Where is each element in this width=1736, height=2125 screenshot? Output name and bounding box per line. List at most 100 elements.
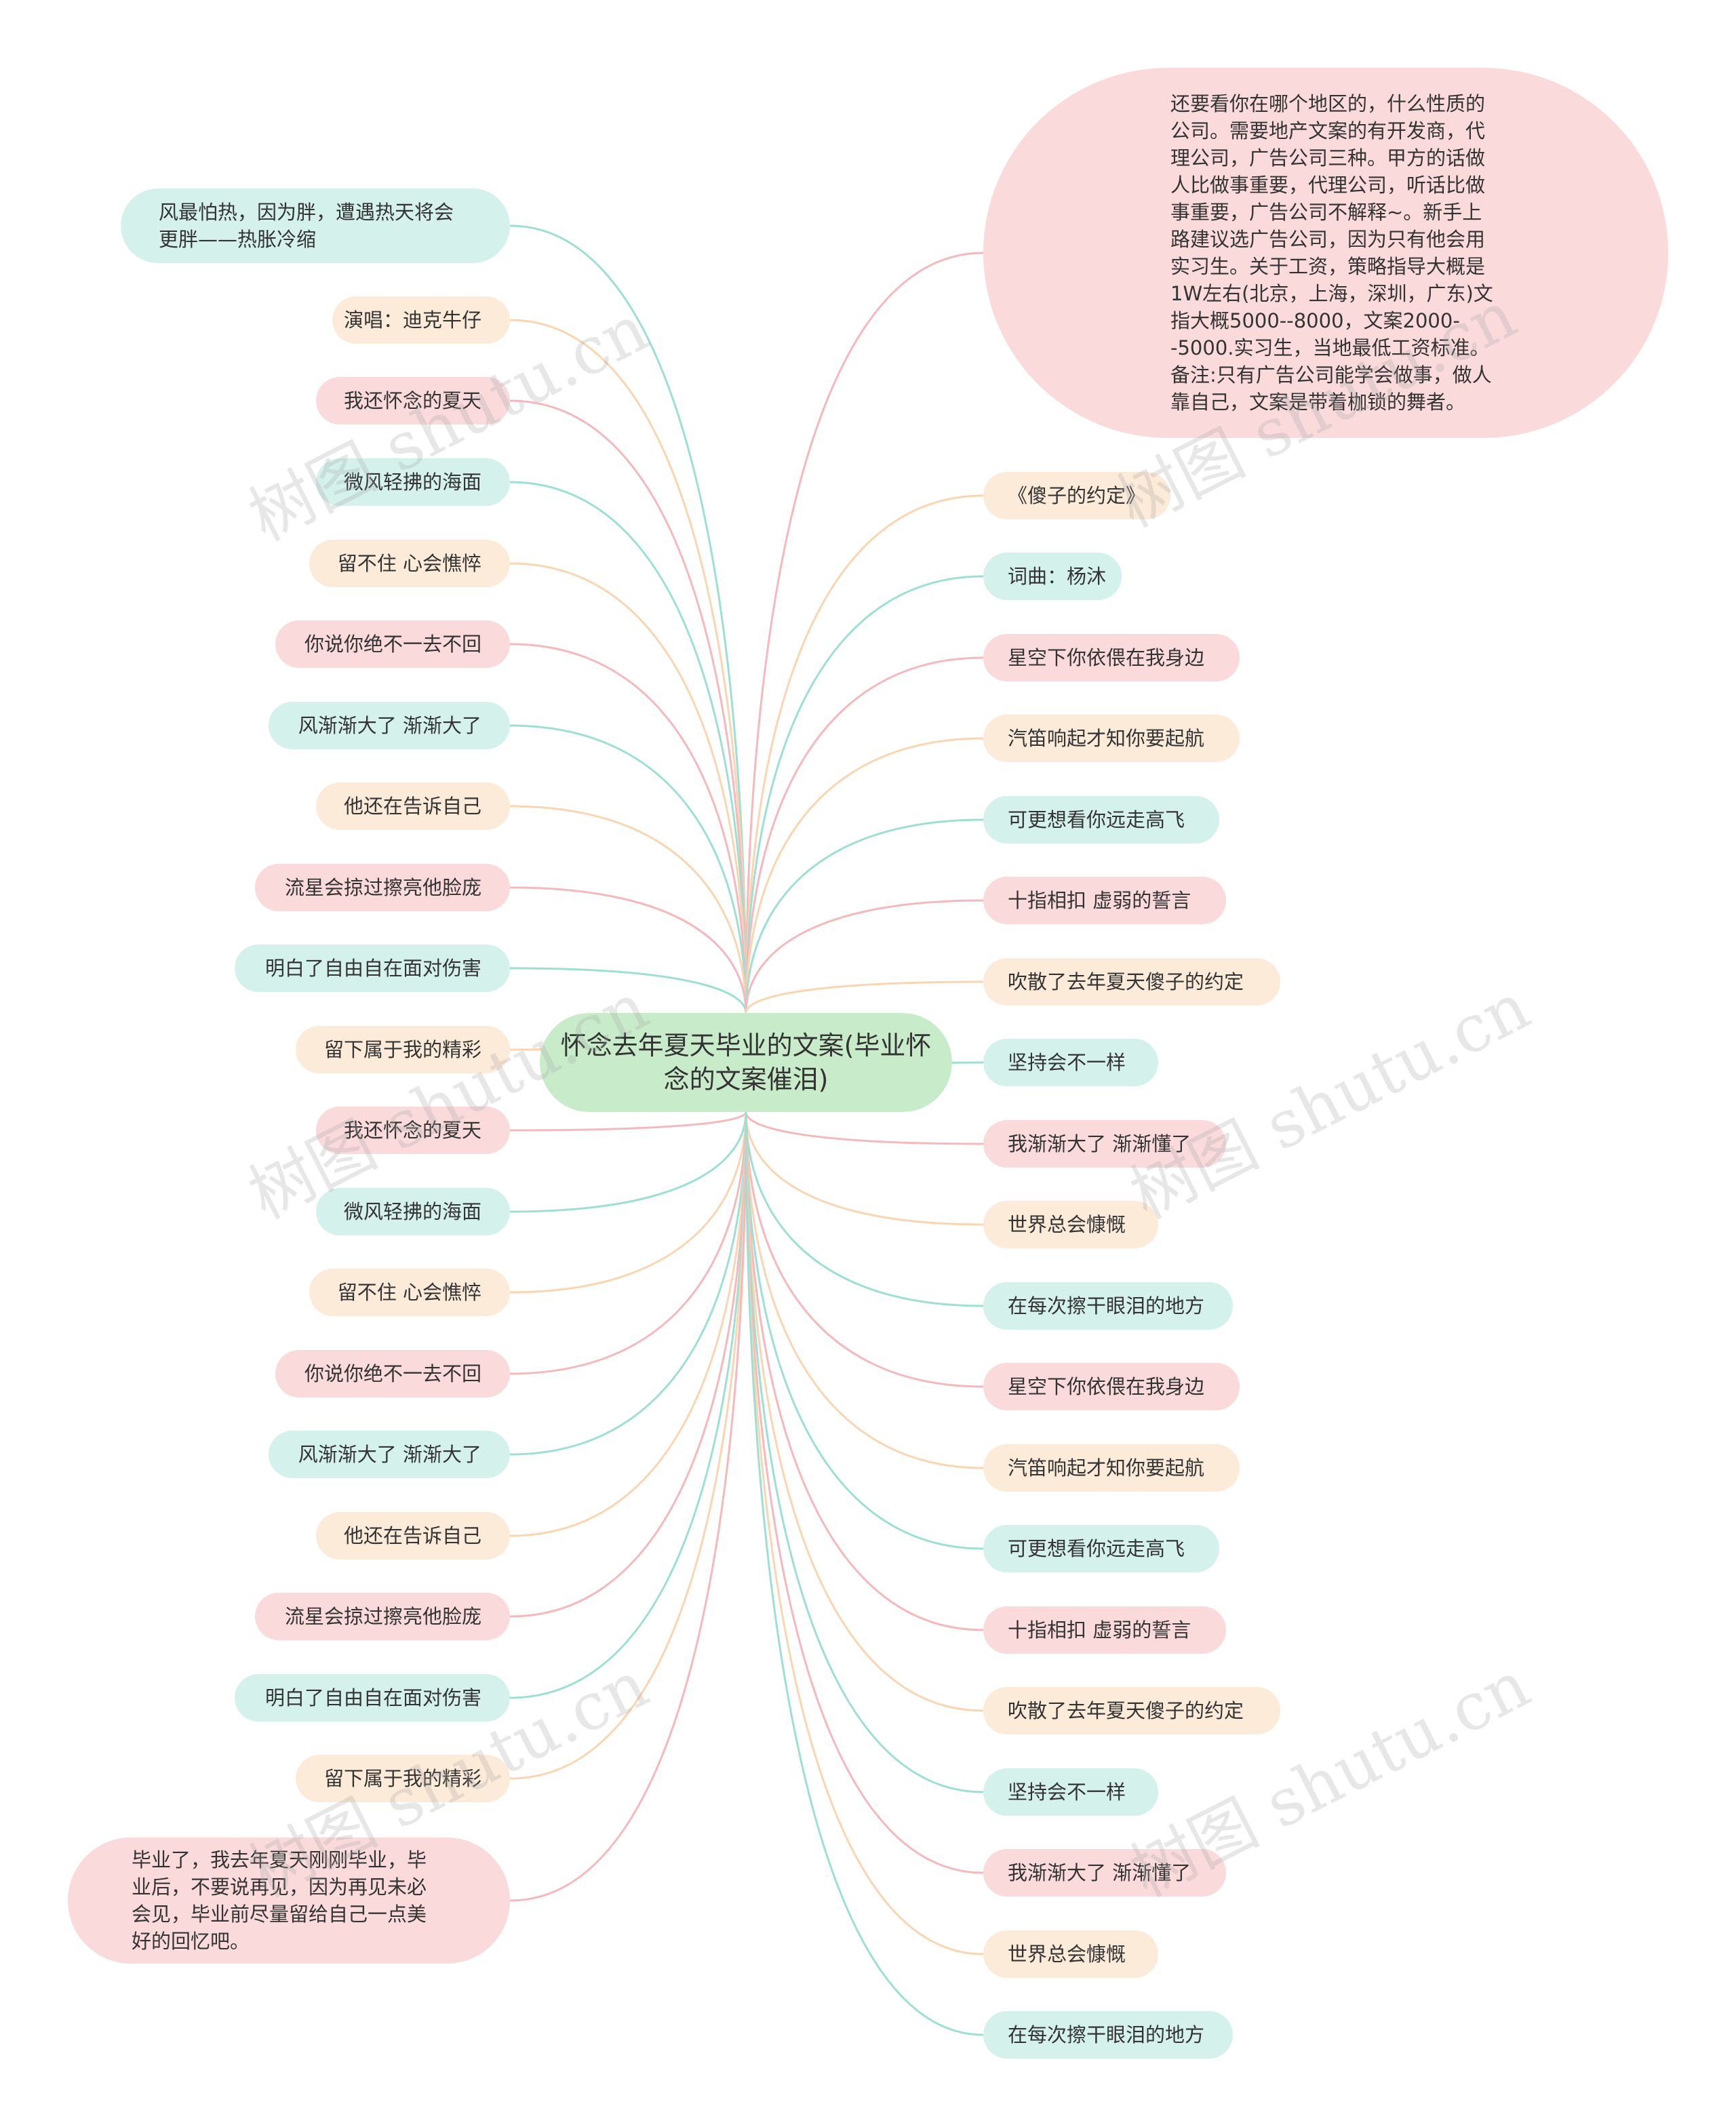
left-node[interactable]: 风最怕热，因为胖，遭遇热天将会更胖——热胀冷缩 [121,188,510,263]
connector-line [509,1111,747,1618]
left-node[interactable]: 留下属于我的精彩 [296,1026,510,1073]
left-node-label: 微风轻拂的海面 [343,471,481,494]
connector-line [745,1111,984,1550]
right-node-label: 吹散了去年夏天傻子的约定 [1008,1699,1244,1722]
right-node-label: 可更想看你远走高飞 [1008,1537,1185,1560]
left-node-label: 流星会掠过擦亮他脸庞 [284,876,481,899]
right-node[interactable]: 十指相扣 虚弱的誓言 [983,877,1226,924]
left-node[interactable]: 我还怀念的夏天 [316,377,510,424]
connector-line [509,1111,747,1780]
left-node[interactable]: 留不住 心会憔悴 [309,540,510,587]
connector-line [509,224,747,1014]
right-node[interactable]: 可更想看你远走高飞 [983,796,1219,843]
left-node-label: 留不住 心会憔悴 [337,1281,481,1304]
right-node-label: 还要看你在哪个地区的，什么性质的公司。需要地产文案的有开发商，代理公司，广告公司… [1170,92,1493,414]
right-node[interactable]: 坚持会不一样 [983,1039,1158,1086]
right-node-label: 可更想看你远走高飞 [1008,808,1185,831]
right-node[interactable]: 吹散了去年夏天傻子的约定 [983,958,1280,1006]
connector-line [509,643,747,1014]
connector-line [509,886,747,1014]
right-node[interactable]: 在每次擦干眼泪的地方 [983,1282,1233,1330]
right-node[interactable]: 在每次擦干眼泪的地方 [983,2011,1233,2059]
right-node-label: 《傻子的约定》 [1008,484,1146,507]
connector-line [509,399,747,1014]
left-node[interactable]: 他还在告诉自己 [316,782,510,830]
right-node[interactable]: 星空下你依偎在我身边 [983,1363,1240,1410]
right-node-label: 我渐渐大了 渐渐懂了 [1008,1861,1191,1884]
connector-line [745,1111,984,1955]
left-node[interactable]: 毕业了，我去年夏天刚刚毕业，毕业后，不要说再见，因为再见未必会见，毕业前尽量留给… [68,1838,510,1964]
left-node[interactable]: 留下属于我的精彩 [296,1755,510,1802]
connector-line [509,1111,747,1132]
right-node[interactable]: 坚持会不一样 [983,1768,1158,1816]
right-node[interactable]: 汽笛响起才知你要起航 [983,1444,1240,1492]
connector-line [509,805,747,1014]
right-node-label: 坚持会不一样 [1008,1781,1126,1804]
left-node-label: 你说你绝不一去不回 [304,633,481,656]
left-node[interactable]: 明白了自由自在面对伤害 [235,1674,510,1722]
right-node[interactable]: 世界总会慷慨 [983,1201,1158,1248]
right-node-label: 世界总会慷慨 [1008,1213,1126,1236]
connector-line [509,1111,747,1375]
left-node[interactable]: 风渐渐大了 渐渐大了 [269,1431,510,1478]
left-node[interactable]: 流星会掠过擦亮他脸庞 [255,1593,510,1640]
left-node[interactable]: 演唱：迪克牛仔 [332,296,510,344]
connector-line [509,724,747,1014]
right-node-label: 坚持会不一样 [1008,1051,1126,1074]
left-node-label: 我还怀念的夏天 [343,389,481,412]
right-node[interactable]: 十指相扣 虚弱的誓言 [983,1606,1226,1654]
left-node-label: 明白了自由自在面对伤害 [264,1686,481,1709]
right-node-label: 汽笛响起才知你要起航 [1008,1456,1205,1479]
right-node[interactable]: 汽笛响起才知你要起航 [983,715,1240,762]
right-node-label: 吹散了去年夏天傻子的约定 [1008,970,1244,993]
right-node[interactable]: 星空下你依偎在我身边 [983,634,1240,681]
connector-line [745,899,984,1014]
left-node-label: 明白了自由自在面对伤害 [264,957,481,980]
left-node-label: 风渐渐大了 渐渐大了 [298,1443,481,1466]
right-node-label: 我渐渐大了 渐渐懂了 [1008,1132,1191,1155]
connector-line [509,1111,747,1213]
connector-line [509,1111,747,1537]
right-node[interactable]: 我渐渐大了 渐渐懂了 [983,1120,1226,1168]
left-node[interactable]: 风渐渐大了 渐渐大了 [269,702,510,749]
left-node-label: 我还怀念的夏天 [343,1119,481,1142]
connector-line [745,1111,984,1712]
right-node-label: 在每次擦干眼泪的地方 [1008,2023,1205,2046]
left-node[interactable]: 你说你绝不一去不回 [275,1350,510,1397]
left-node[interactable]: 明白了自由自在面对伤害 [235,945,510,992]
right-node-label: 十指相扣 虚弱的誓言 [1008,1618,1191,1642]
right-node-label: 在每次擦干眼泪的地方 [1008,1294,1205,1317]
left-node[interactable]: 微风轻拂的海面 [316,458,510,506]
right-node[interactable]: 可更想看你远走高飞 [983,1525,1219,1572]
center-topic[interactable]: 怀念去年夏天毕业的文案(毕业怀念的文案催泪) [540,1013,952,1112]
right-node[interactable]: 吹散了去年夏天傻子的约定 [983,1687,1280,1734]
left-node-label: 流星会掠过擦亮他脸庞 [284,1605,481,1628]
left-node-label: 留不住 心会憔悴 [337,552,481,575]
connector-line [509,562,747,1014]
left-node[interactable]: 你说你绝不一去不回 [275,620,510,668]
left-node-label: 他还在告诉自己 [343,795,481,818]
left-node[interactable]: 流星会掠过擦亮他脸庞 [255,864,510,911]
left-node[interactable]: 他还在告诉自己 [316,1512,510,1560]
right-node[interactable]: 《傻子的约定》 [983,472,1170,519]
left-node[interactable]: 我还怀念的夏天 [316,1107,510,1154]
right-node[interactable]: 还要看你在哪个地区的，什么性质的公司。需要地产文案的有开发商，代理公司，广告公司… [983,68,1668,438]
connector-line [745,1111,984,1226]
connector-line [509,319,747,1014]
left-node-label: 你说你绝不一去不回 [304,1362,481,1385]
connector-line [509,1111,747,1902]
left-node[interactable]: 留不住 心会憔悴 [309,1269,510,1316]
right-node-label: 星空下你依偎在我身边 [1008,1375,1205,1398]
connector-line [509,967,747,1014]
right-node[interactable]: 我渐渐大了 渐渐懂了 [983,1849,1226,1896]
right-node[interactable]: 词曲：杨沐 [983,553,1122,600]
left-node-label: 演唱：迪克牛仔 [343,309,481,332]
right-node-label: 词曲：杨沐 [1008,565,1107,588]
left-node[interactable]: 微风轻拂的海面 [316,1188,510,1235]
right-node-label: 世界总会慷慨 [1008,1943,1126,1966]
connector-line [509,481,747,1014]
connector-line [509,1111,747,1294]
right-node[interactable]: 世界总会慷慨 [983,1930,1158,1978]
